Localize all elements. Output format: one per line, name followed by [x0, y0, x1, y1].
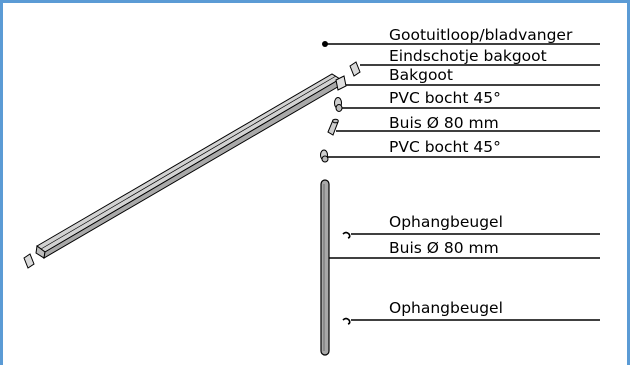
- label-buis-2: Buis Ø 80 mm: [389, 239, 499, 257]
- label-gootuitloop: Gootuitloop/bladvanger: [389, 26, 573, 44]
- ophangbeugel-lower-part: [342, 317, 351, 325]
- label-bakgoot: Bakgoot: [389, 66, 453, 84]
- label-pvc-bocht-2: PVC bocht 45°: [389, 138, 501, 156]
- eindschotje-left-part: [23, 253, 35, 269]
- label-eindschotje: Eindschotje bakgoot: [389, 47, 547, 65]
- buis-long-part: [320, 179, 330, 356]
- label-ophangbeugel-2: Ophangbeugel: [389, 299, 503, 317]
- pvc-bocht-lower-part: [320, 149, 329, 163]
- pvc-bocht-upper-part: [334, 97, 343, 112]
- eindschotje-right-part: [349, 61, 361, 77]
- buis-short-part: [327, 118, 339, 136]
- label-ophangbeugel-1: Ophangbeugel: [389, 213, 503, 231]
- gootuitloop-connector-part: [335, 75, 347, 91]
- label-buis-1: Buis Ø 80 mm: [389, 114, 499, 132]
- bakgoot-part: [35, 73, 342, 259]
- ophangbeugel-upper-part: [342, 231, 351, 239]
- label-pvc-bocht-1: PVC bocht 45°: [389, 89, 501, 107]
